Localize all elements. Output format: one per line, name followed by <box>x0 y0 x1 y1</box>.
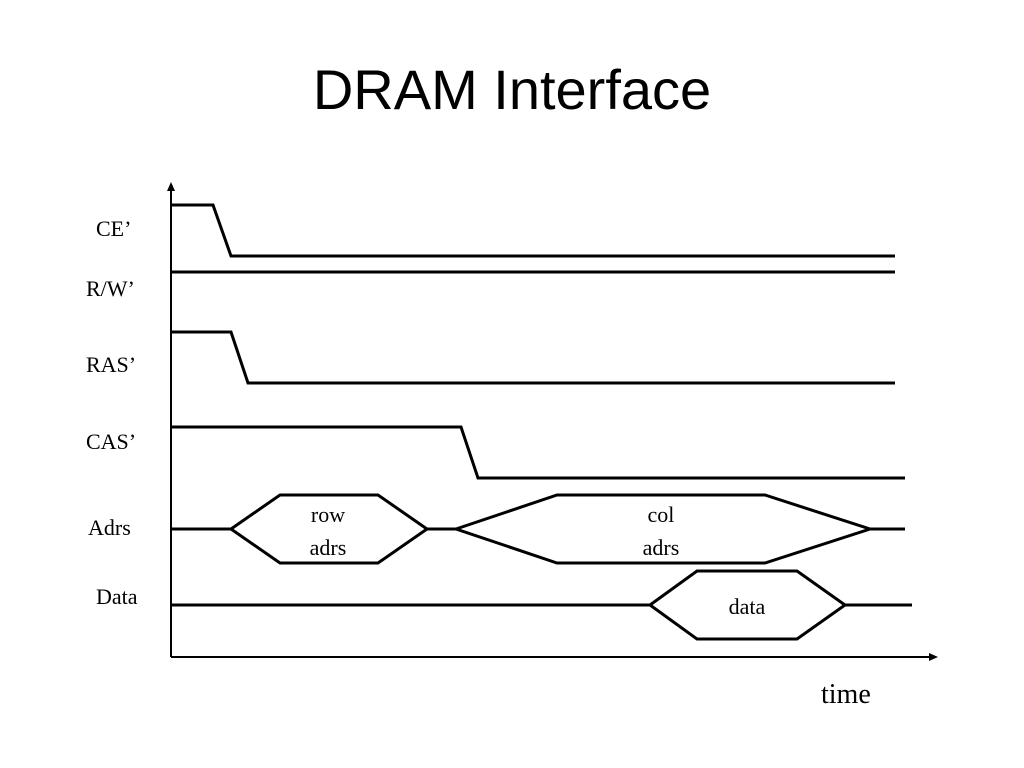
col-adrs-label-line1: col <box>648 502 675 527</box>
signal-label-rw: R/W’ <box>86 276 135 301</box>
signal-label-ras: RAS’ <box>86 352 136 377</box>
signal-label-adrs: Adrs <box>88 515 131 540</box>
signal-label-cas: CAS’ <box>86 429 136 454</box>
ras-waveform <box>172 330 895 385</box>
data-segment-label: data <box>729 594 766 619</box>
cas-waveform <box>172 425 905 480</box>
row-adrs-segment <box>228 493 430 565</box>
signal-label-ce: CE’ <box>96 216 131 241</box>
data-segment <box>647 569 848 641</box>
ce-waveform <box>172 203 895 258</box>
col-adrs-segment <box>451 493 875 565</box>
signal-label-data: Data <box>96 584 138 609</box>
slide-title: DRAM Interface <box>312 58 712 121</box>
x-axis-label: time <box>821 679 871 710</box>
row-adrs-label-line2: adrs <box>310 535 347 560</box>
row-adrs-label-line1: row <box>311 502 345 527</box>
col-adrs-label-line2: adrs <box>643 535 680 560</box>
